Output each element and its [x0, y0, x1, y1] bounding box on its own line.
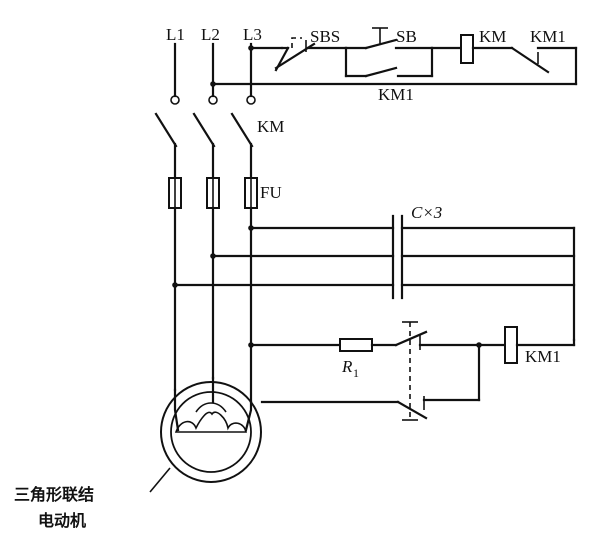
control-circuit: SBS SB KM1 KM KM1 — [210, 27, 578, 104]
label-capacitor: C×3 — [411, 203, 442, 222]
interlock-contact-km1 — [510, 46, 578, 86]
km1-coil — [504, 326, 518, 364]
label-km1-coil: KM1 — [525, 347, 561, 366]
capacitor-bank — [172, 214, 576, 342]
label-motor-line2: 电动机 — [38, 511, 86, 530]
label-r1: R — [341, 357, 353, 376]
phase-lines-low — [173, 206, 253, 404]
label-km1-interlock: KM1 — [530, 27, 566, 46]
phase-lines-top — [173, 42, 253, 98]
holding-contact-km1 — [344, 46, 434, 78]
motor — [160, 376, 262, 483]
label-l2: L2 — [201, 25, 220, 44]
phase-lines-mid — [173, 142, 253, 180]
label-sb: SB — [396, 27, 417, 46]
resistor-r1 — [339, 338, 373, 352]
km1-mechanical-link — [402, 321, 418, 421]
discharge-branch — [248, 326, 576, 402]
label-km-main: KM — [257, 117, 284, 136]
fuses-fu — [168, 177, 258, 209]
label-sbs: SBS — [310, 27, 340, 46]
label-fu: FU — [260, 183, 282, 202]
main-contactor-km — [154, 95, 256, 148]
motor-branch-contact — [260, 396, 481, 420]
label-l1: L1 — [166, 25, 185, 44]
label-km1-holding: KM1 — [378, 85, 414, 104]
stop-button-sbs — [274, 37, 348, 72]
label-km-coil: KM — [479, 27, 506, 46]
label-r1-subscript: 1 — [353, 366, 359, 380]
label-motor-line1: 三角形联结 — [14, 485, 94, 504]
motor-leader — [149, 467, 171, 493]
start-button-sb — [344, 27, 434, 50]
km-coil — [460, 34, 474, 64]
label-l3: L3 — [243, 25, 262, 44]
